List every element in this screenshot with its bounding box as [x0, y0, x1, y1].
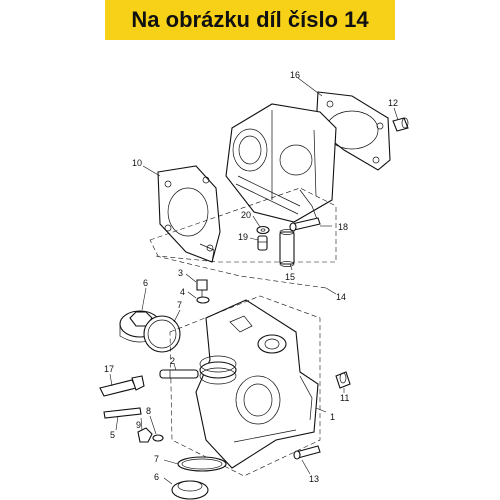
bolt-13: [293, 445, 321, 460]
callout-7-bottom: 7: [154, 454, 159, 464]
callout-10: 10: [132, 158, 142, 168]
callout-19: 19: [238, 232, 248, 242]
callout-3: 3: [178, 268, 183, 278]
cap-6-bottom: [171, 480, 209, 500]
stud-5: [103, 407, 142, 419]
callout-12: 12: [388, 98, 398, 108]
callout-6-top: 6: [143, 278, 148, 288]
sleeve-15: [279, 229, 295, 267]
callout-18: 18: [338, 222, 348, 232]
bolt-19: [257, 235, 268, 251]
nut-9: [137, 427, 153, 443]
washer-20: [256, 225, 270, 235]
o-ring-7-top: [143, 315, 181, 353]
assembly-outline-14: [149, 187, 337, 263]
callout-7-top: 7: [177, 300, 182, 310]
cylinder-head: [195, 299, 319, 469]
title-banner: Na obrázku díl číslo 14: [105, 0, 395, 40]
washer-4: [196, 296, 210, 304]
dowel-11: [335, 371, 351, 389]
callout-15: 15: [285, 272, 295, 282]
banner-title: Na obrázku díl číslo 14: [131, 7, 369, 32]
o-ring-7-bottom: [177, 456, 227, 472]
cylinder-block: [225, 103, 337, 223]
callout-14: 14: [336, 292, 346, 302]
dowel-pin-12: [392, 117, 409, 132]
callout-8: 8: [146, 406, 151, 416]
spark-plug-17: [99, 375, 145, 397]
callout-4: 4: [180, 287, 185, 297]
pipe-2: [159, 369, 199, 379]
callout-20: 20: [241, 210, 251, 220]
callout-5: 5: [110, 430, 115, 440]
callout-6-bottom: 6: [154, 472, 159, 482]
callout-11: 11: [340, 393, 349, 403]
callout-16: 16: [290, 70, 300, 80]
callout-17: 17: [104, 364, 114, 374]
bolt-18: [289, 217, 321, 232]
gasket-10: [157, 165, 221, 263]
washer-8: [152, 434, 164, 442]
callout-1: 1: [330, 412, 335, 422]
callout-9: 9: [136, 420, 141, 430]
head-outline: [169, 295, 321, 477]
callout-2: 2: [170, 356, 175, 366]
leader-lines: [109, 77, 399, 485]
callout-labels: 16 12 10 20 19 18 15 14 3 4 6 7 2 17 11 …: [104, 70, 398, 484]
callout-13: 13: [309, 474, 319, 484]
bolt-3: [196, 279, 208, 298]
